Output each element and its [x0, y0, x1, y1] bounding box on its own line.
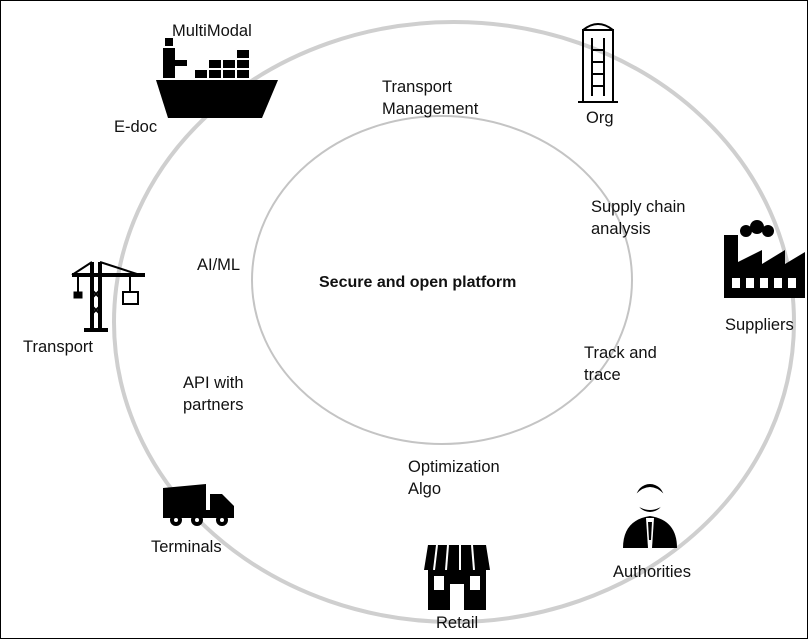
- org-label: Org: [586, 109, 614, 127]
- multimodal-label: MultiModal: [172, 22, 252, 40]
- outer-ring: [112, 20, 796, 624]
- supply-chain-analysis-label: Supply chain analysis: [591, 198, 686, 238]
- store-icon: [424, 544, 490, 610]
- silo-icon: [578, 23, 618, 103]
- authorities-label: Authorities: [613, 563, 691, 581]
- center-label: Secure and open platform: [319, 274, 517, 291]
- truck-icon: [163, 484, 234, 526]
- api-with-partners-label: API with partners: [183, 374, 244, 414]
- retail-label: Retail: [436, 614, 479, 632]
- edoc-label: E-doc: [114, 118, 158, 136]
- crane-icon: [71, 261, 145, 332]
- terminals-label: Terminals: [151, 538, 222, 556]
- factory-icon: [724, 220, 805, 298]
- ai-ml-label: AI/ML: [197, 256, 241, 274]
- transport-label: Transport: [23, 338, 93, 356]
- suppliers-label: Suppliers: [725, 316, 794, 334]
- ship-icon: [156, 38, 278, 118]
- optimization-algo-label: Optimization Algo: [408, 458, 500, 498]
- inner-ring: [251, 115, 633, 445]
- person-icon: [623, 484, 677, 548]
- transport-management-label: Transport Management: [382, 78, 479, 118]
- track-and-trace-label: Track and trace: [584, 344, 657, 384]
